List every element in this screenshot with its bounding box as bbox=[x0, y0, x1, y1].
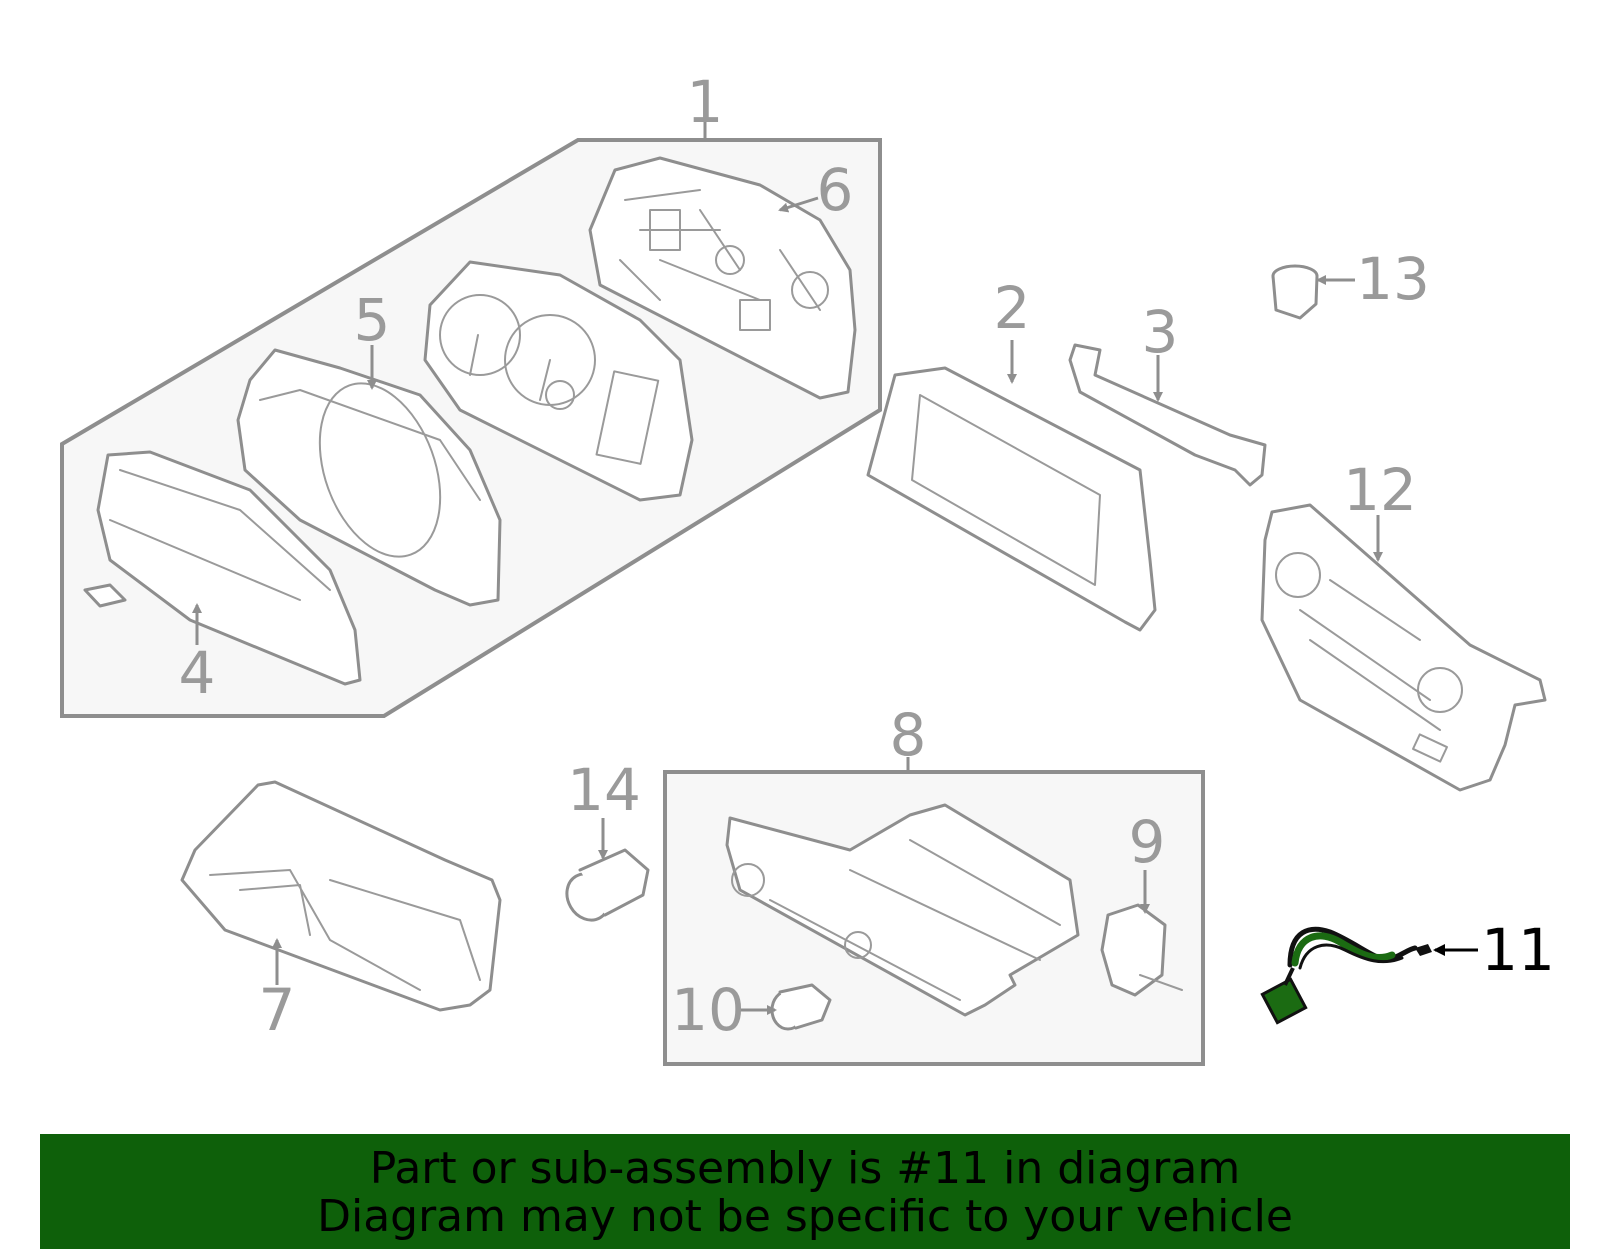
part-11-wiring-harness[interactable] bbox=[1260, 926, 1432, 1025]
part-4-small-clip bbox=[83, 583, 127, 608]
callout-8[interactable]: 8 bbox=[890, 701, 927, 769]
callout-12[interactable]: 12 bbox=[1343, 456, 1417, 524]
part-5-cluster-bezel[interactable] bbox=[236, 348, 502, 607]
callout-14[interactable]: 14 bbox=[567, 756, 641, 824]
banner-part-note: Part or sub-assembly is #11 in diagram bbox=[369, 1143, 1241, 1194]
callout-6[interactable]: 6 bbox=[817, 156, 854, 224]
group-1-instrument-cluster: 1 6 5 bbox=[60, 68, 882, 718]
part-5-cluster-dial-face[interactable] bbox=[423, 260, 694, 502]
callout-5[interactable]: 5 bbox=[354, 286, 391, 354]
part-3-bracket[interactable] bbox=[1068, 343, 1267, 487]
callout-13[interactable]: 13 bbox=[1356, 245, 1430, 313]
callout-2[interactable]: 2 bbox=[994, 274, 1031, 342]
callout-7[interactable]: 7 bbox=[259, 976, 296, 1044]
part-8-radio-chassis[interactable] bbox=[725, 803, 1080, 1017]
part-7-switch-panel[interactable] bbox=[180, 780, 502, 1012]
callout-4[interactable]: 4 bbox=[179, 639, 216, 707]
leader-6 bbox=[778, 196, 819, 213]
part-12-climate-control-panel[interactable] bbox=[1260, 503, 1547, 792]
part-13-button[interactable] bbox=[1271, 264, 1319, 320]
callout-3[interactable]: 3 bbox=[1142, 298, 1179, 366]
callout-10[interactable]: 10 bbox=[671, 976, 745, 1044]
info-banner: Part or sub-assembly is #11 in diagram D… bbox=[40, 1134, 1570, 1249]
banner-disclaimer: Diagram may not be specific to your vehi… bbox=[317, 1191, 1293, 1242]
group-8-audio-unit: 8 9 10 bbox=[663, 701, 1205, 1066]
callout-1[interactable]: 1 bbox=[687, 68, 724, 136]
callout-9[interactable]: 9 bbox=[1129, 808, 1166, 876]
callout-11[interactable]: 11 bbox=[1481, 916, 1555, 984]
part-4-cluster-lens[interactable] bbox=[96, 450, 362, 686]
part-14-switch[interactable] bbox=[559, 848, 650, 928]
part-6-cluster-back-housing[interactable] bbox=[588, 156, 857, 400]
part-2-display-screen[interactable] bbox=[866, 366, 1157, 632]
